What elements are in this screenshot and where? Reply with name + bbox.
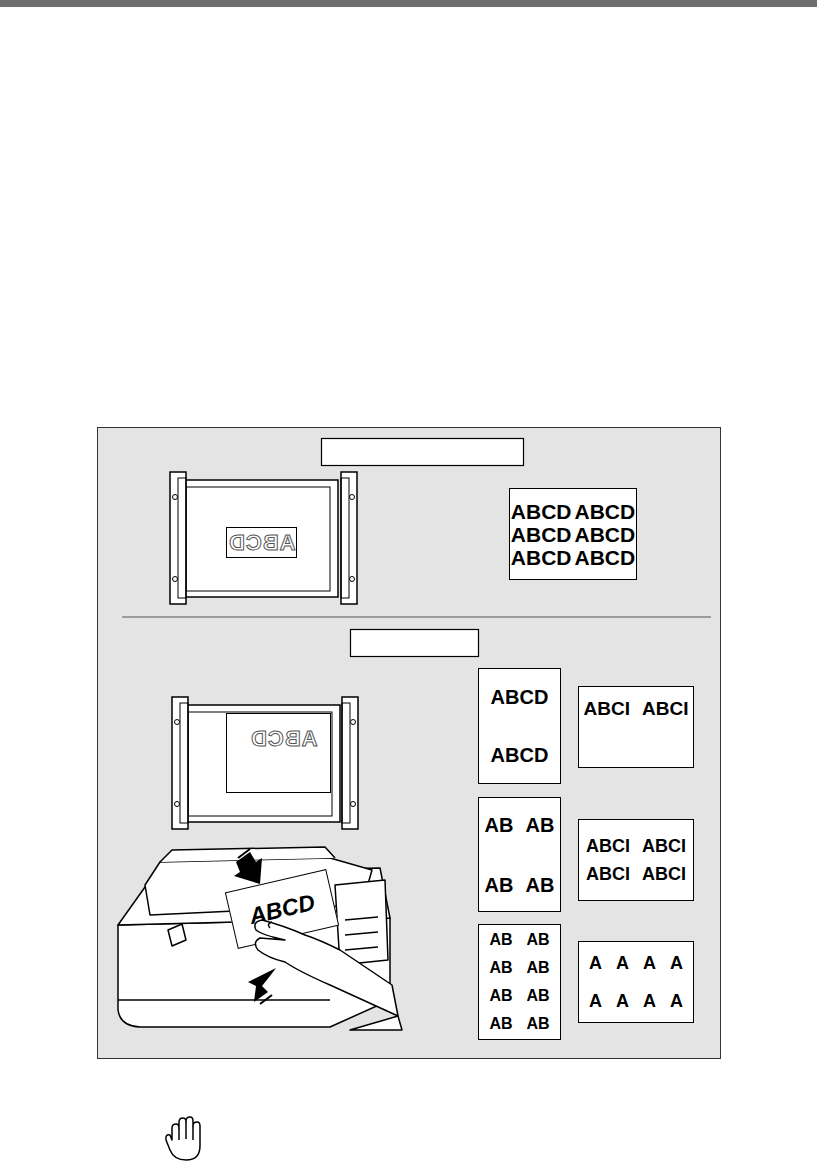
sample-text: ABCI	[642, 865, 686, 883]
sample-text: AB	[485, 815, 514, 835]
sample-text: ABCI	[642, 699, 688, 718]
copy-sheet: ABCD ABCD	[478, 668, 561, 784]
hand-icon	[166, 1117, 200, 1160]
sample-text: AB	[489, 988, 512, 1004]
copy-sheet: ABCDABCDABCDABCDABCDABCD	[509, 488, 637, 580]
copy-sheet: AAAAAAAA	[578, 941, 694, 1023]
sample-text: ABCD	[491, 745, 549, 765]
heading-box	[351, 630, 479, 657]
sample-text: A	[643, 954, 656, 972]
sample-text: A	[589, 992, 602, 1010]
sample-text: A	[589, 954, 602, 972]
sample-text: AB	[526, 815, 555, 835]
sample-text: ABCI	[584, 699, 630, 718]
original-image: ABCD	[226, 527, 297, 558]
sample-text: A	[670, 992, 683, 1010]
copy-sheet: ABCI ABCI ABCI ABCI	[578, 819, 694, 901]
sample-text: ABCD	[228, 532, 296, 554]
sample-text: AB	[527, 988, 550, 1004]
sample-text: AB	[489, 1016, 512, 1032]
sample-text: ABCI	[586, 837, 630, 855]
platen	[172, 697, 358, 829]
sample-text: ABCD	[250, 728, 318, 750]
sample-text: AB	[527, 932, 550, 948]
sample-text: ABCD	[491, 687, 549, 707]
panel	[98, 428, 721, 1059]
sample-text: ABCD	[575, 524, 636, 545]
sample-text: AB	[485, 875, 514, 895]
copy-sheet: ABCI ABCI	[578, 686, 694, 768]
platen	[170, 472, 357, 604]
copier	[118, 847, 390, 1027]
copy-sheet: AB AB AB AB AB AB AB AB	[478, 924, 561, 1040]
sample-text: ABCD	[511, 524, 572, 545]
sample-text: ABCI	[586, 865, 630, 883]
sample-text: AB	[489, 932, 512, 948]
sample-text: A	[670, 954, 683, 972]
sample-text: A	[643, 992, 656, 1010]
sample-text: AB	[489, 960, 512, 976]
sample-text: ABCI	[642, 837, 686, 855]
sample-text: AB	[527, 1016, 550, 1032]
sample-text: ABCD	[575, 547, 636, 568]
copy-sheet: AB AB AB AB	[478, 797, 561, 912]
divider	[122, 617, 711, 618]
sample-text: ABCD	[247, 890, 317, 927]
sample-text: ABCD	[511, 501, 572, 522]
sample-text: ABCD	[511, 547, 572, 568]
sample-text: A	[616, 954, 629, 972]
heading-box	[322, 439, 524, 466]
sample-text: ABCD	[575, 501, 636, 522]
sample-text: AB	[527, 960, 550, 976]
sample-text: AB	[526, 875, 555, 895]
top-bar	[0, 0, 817, 7]
original-sheet: ABCD	[226, 713, 331, 793]
sample-text: A	[616, 992, 629, 1010]
